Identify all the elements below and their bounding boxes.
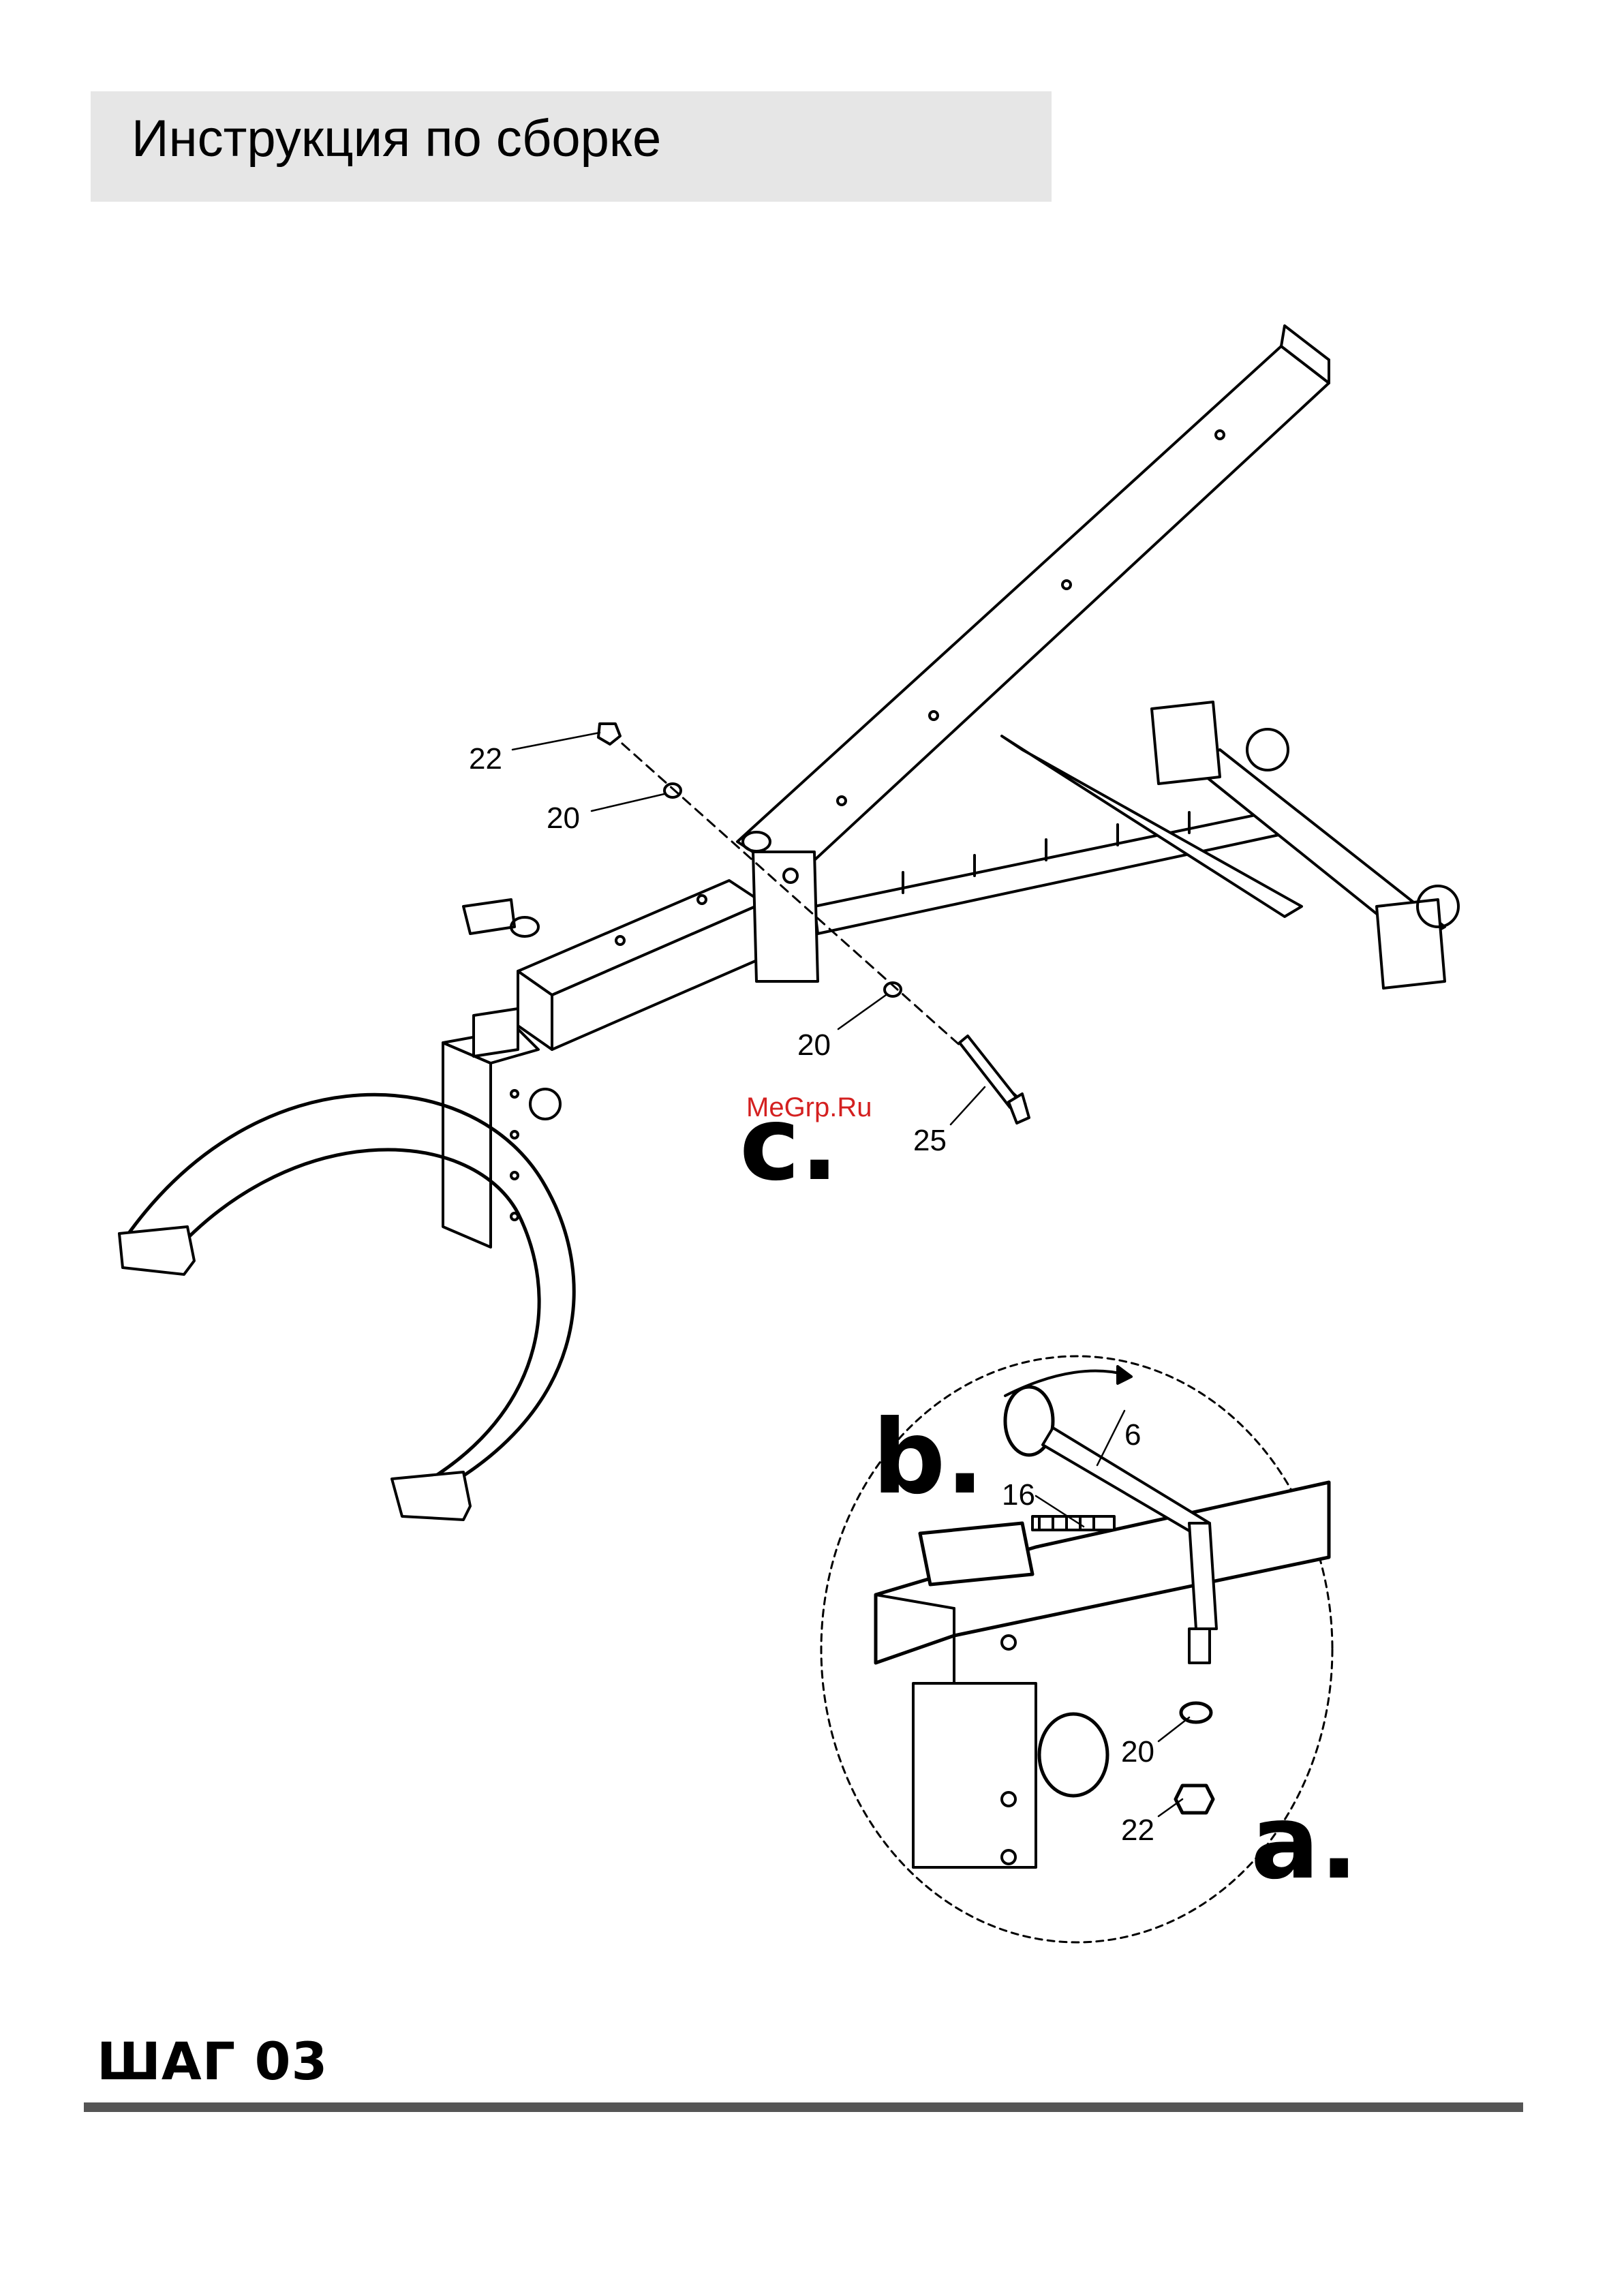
detail-callout-16: 16: [1002, 1478, 1035, 1512]
step-divider: [84, 2102, 1523, 2112]
label-b: b.: [872, 1398, 984, 1517]
detail-callout-20: 20: [1121, 1735, 1154, 1769]
bolt-25-icon: [960, 1036, 1029, 1123]
step-label: ШАГ 03: [97, 2031, 328, 2092]
detail-callout-6: 6: [1124, 1418, 1141, 1452]
front-base-hoop: [119, 1095, 574, 1520]
seat-rail: [518, 881, 763, 1050]
watermark: MeGrp.Ru: [746, 1092, 872, 1122]
callout-22: 22: [469, 742, 502, 776]
nut-22-icon: [598, 724, 620, 744]
callout-25: 25: [913, 1124, 947, 1157]
pull-pin: [463, 900, 538, 936]
label-a: a.: [1251, 1784, 1358, 1902]
washer-20-top-icon: [664, 784, 681, 797]
detail-callout-22: 22: [1121, 1813, 1154, 1847]
callout-20-bottom: 20: [797, 1028, 831, 1062]
callout-20-top: 20: [547, 801, 580, 835]
